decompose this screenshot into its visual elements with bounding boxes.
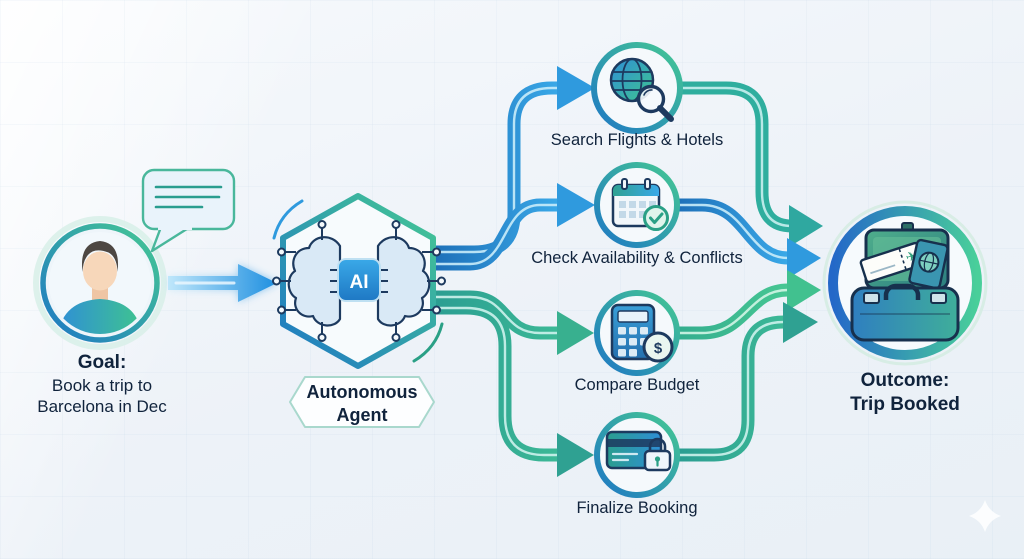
globe-magnifier-icon bbox=[591, 42, 683, 134]
agent-label-line-2: Agent bbox=[336, 404, 388, 425]
connector-budget-to-outcome bbox=[669, 270, 821, 340]
connector-search-to-outcome bbox=[671, 81, 823, 247]
ai-chip-label: AI bbox=[350, 272, 369, 293]
speech-bubble-icon bbox=[141, 168, 236, 253]
ai-brain-circuit-icon: AI bbox=[272, 193, 446, 369]
outcome-heading: Outcome: bbox=[860, 370, 950, 391]
agent-label-line-1: Autonomous bbox=[306, 382, 418, 402]
goal-line-1: Book a trip to bbox=[51, 376, 153, 396]
connector-agent-to-availability bbox=[425, 183, 595, 271]
task-label-compare-budget: Compare Budget bbox=[574, 376, 700, 394]
goal-line-2: Barcelona in Dec bbox=[37, 396, 167, 416]
user-avatar bbox=[33, 216, 167, 350]
calculator-dollar-icon: $ bbox=[594, 290, 680, 376]
sparkle-icon bbox=[969, 500, 1001, 532]
agent-badge bbox=[289, 376, 435, 428]
connector-booking-to-outcome bbox=[671, 302, 818, 462]
dollar-glyph: $ bbox=[654, 340, 663, 357]
agent-label: Autonomous Agent bbox=[289, 381, 435, 426]
outcome-label: Outcome: Trip Booked bbox=[805, 369, 1005, 417]
goal-label: Goal: Book a trip to Barcelona in Dec bbox=[2, 351, 202, 418]
goal-heading: Goal: bbox=[77, 352, 127, 373]
open-suitcase-icon: ✈ bbox=[822, 200, 988, 366]
outcome-line: Trip Booked bbox=[850, 393, 960, 415]
connector-availability-to-outcome bbox=[669, 198, 821, 279]
credit-card-lock-icon bbox=[594, 412, 680, 498]
task-label-search-flights: Search Flights & Hotels bbox=[550, 131, 724, 149]
connector-agent-to-budget bbox=[425, 290, 594, 355]
task-label-finalize-booking: Finalize Booking bbox=[576, 499, 698, 517]
connector-agent-to-booking bbox=[425, 301, 594, 477]
flow-arrow-icon bbox=[168, 264, 277, 302]
calendar-check-icon bbox=[594, 162, 680, 248]
task-label-check-availability: Check Availability & Conflicts bbox=[531, 249, 743, 267]
